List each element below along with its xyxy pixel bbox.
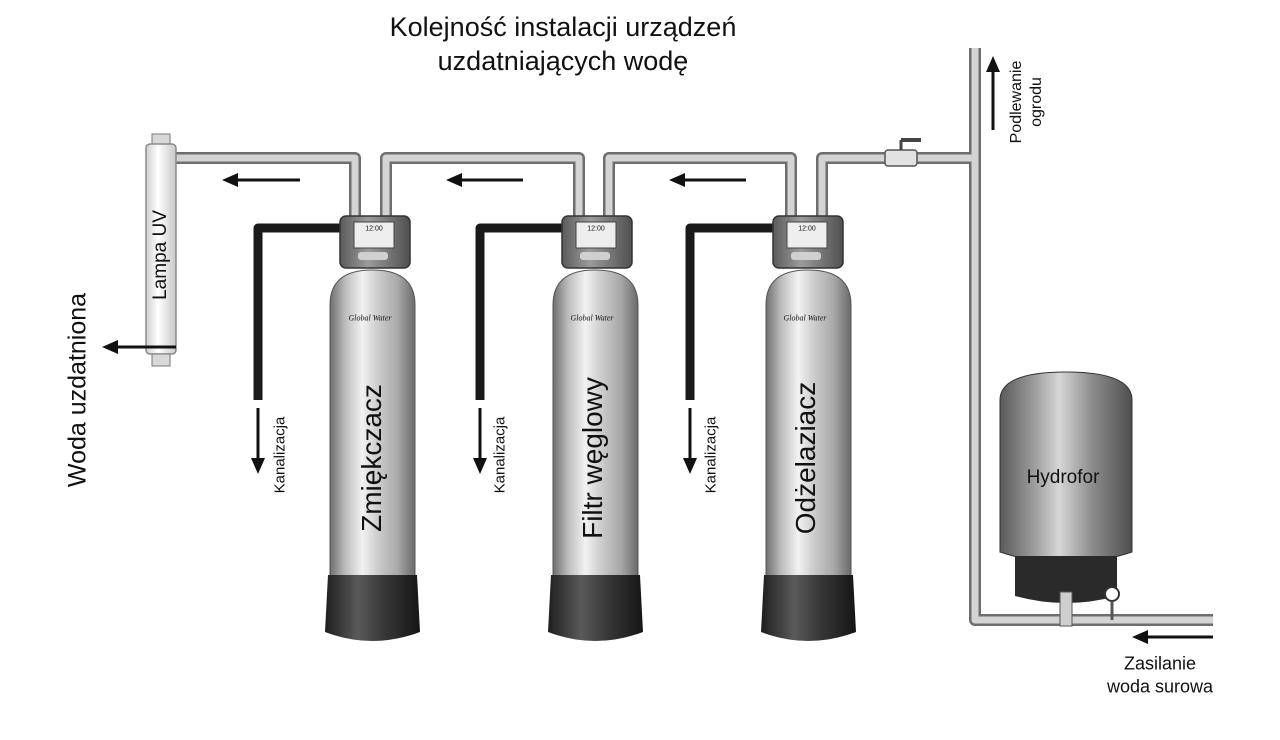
tank-1-brand: Global Water	[348, 313, 392, 323]
diagram-title-line-2: uzdatniających wodę	[437, 46, 689, 76]
drain-pipe-2	[475, 223, 562, 400]
drain-pipe-1	[253, 223, 340, 400]
tank-2-label: Filtr węglowy	[577, 377, 608, 539]
tank-3-display: 12:00	[798, 225, 816, 233]
drain-1-label: Kanalizacja	[271, 416, 289, 494]
garden-label-line-1: Podlewanie	[1008, 60, 1025, 144]
tank-1-display: 12:00	[365, 225, 383, 233]
supply-label-line-2: woda surowa	[1106, 676, 1214, 697]
drain-pipe-3	[685, 223, 773, 400]
uv-lamp-label: Lampa UV	[150, 210, 171, 300]
garden-label-line-2: ogrodu	[1028, 77, 1045, 127]
tank-2-brand: Global Water	[570, 313, 614, 323]
tank-2	[548, 215, 643, 641]
uv-lamp	[145, 133, 177, 367]
drain-pipes	[253, 223, 773, 400]
tank-2-display: 12:00	[587, 225, 605, 233]
drain-2-label: Kanalizacja	[491, 416, 509, 494]
drain-3-label: Kanalizacja	[702, 416, 720, 494]
outlet-label: Woda uzdatniona	[63, 292, 92, 488]
hydrofor-label: Hydrofor	[1026, 467, 1100, 488]
tank-3	[761, 215, 856, 641]
diagram-title-line-1: Kolejność instalacji urządzeń	[389, 12, 737, 42]
tank-3-brand: Global Water	[783, 313, 827, 323]
tank-1	[325, 215, 420, 641]
hydrofor-tank	[999, 371, 1133, 627]
flow-arrows	[102, 56, 1213, 644]
supply-label-line-1: Zasilanie	[1123, 653, 1197, 674]
tank-3-label: Odżelaziacz	[790, 381, 821, 535]
tank-1-label: Zmiękczacz	[356, 384, 387, 532]
pipe-network	[174, 48, 1213, 626]
ball-valve	[884, 138, 921, 167]
